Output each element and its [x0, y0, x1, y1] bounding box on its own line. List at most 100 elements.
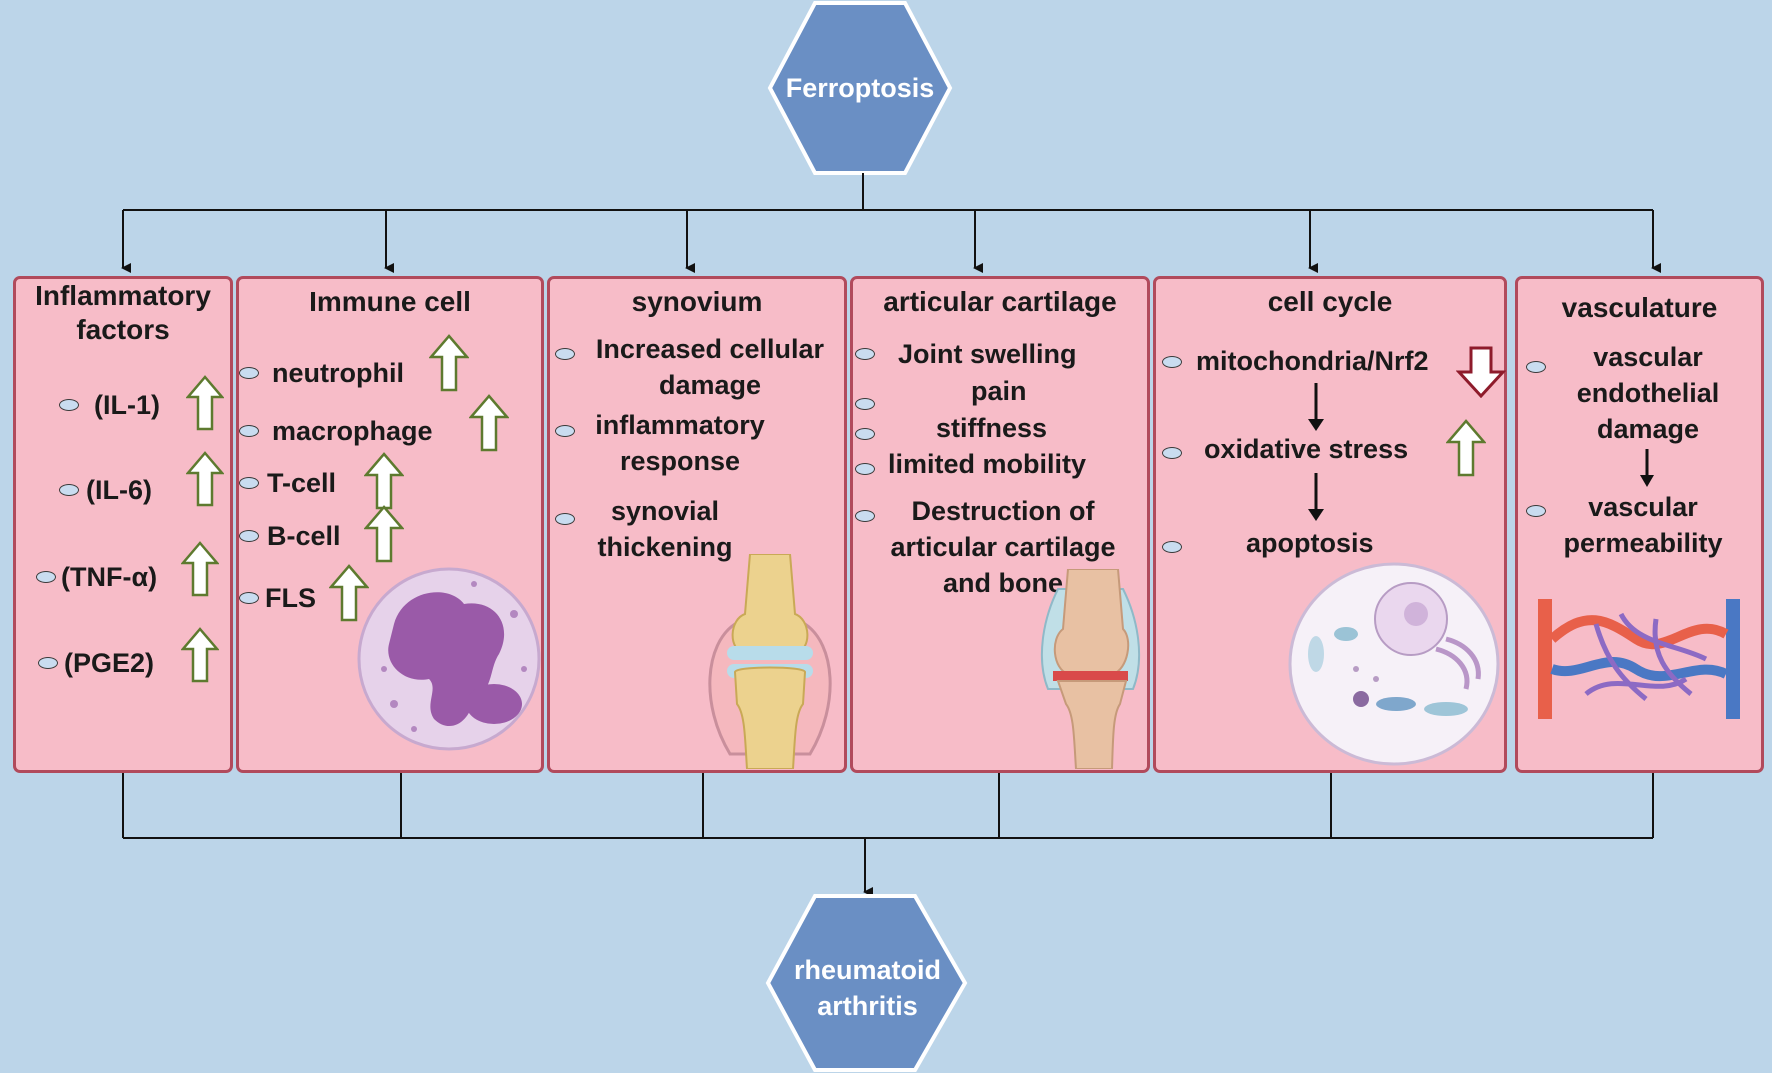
- blood-vessel-illustration: [1538, 599, 1740, 719]
- bullet-icon: [555, 513, 575, 525]
- bullet-icon: [36, 571, 56, 583]
- bullet-icon: [1526, 505, 1546, 517]
- up-arrow-icon: [181, 541, 219, 597]
- panel-title-line1: Inflammatory: [35, 280, 211, 311]
- rheumatoid-arthritis-line1: rheumatoid: [793, 955, 941, 985]
- line: endothelial: [1576, 378, 1720, 408]
- panel-title: Inflammatory factors: [16, 279, 230, 347]
- line: inflammatory: [595, 410, 765, 440]
- flow-arrow-icon: [1640, 449, 1654, 487]
- list-item-macrophage: macrophage: [272, 416, 433, 446]
- list-item-neutrophil: neutrophil: [272, 358, 404, 388]
- up-arrow-icon: [469, 394, 509, 452]
- list-item-pge2: (PGE2): [64, 648, 155, 678]
- joint-illustration: [708, 554, 832, 769]
- panel-immune-cell: Immune cell neutrophil macrophage T-cell…: [236, 276, 544, 773]
- knee-illustration: [1040, 569, 1141, 769]
- bullet-icon: [38, 657, 58, 669]
- line: damage: [658, 370, 762, 400]
- line: synovial: [610, 496, 720, 526]
- list-item-il6: (IL-6): [86, 475, 152, 505]
- panel-cell-cycle: cell cycle mitochondria/Nrf2 oxidative s…: [1153, 276, 1507, 773]
- bullet-icon: [239, 477, 259, 489]
- panel-title: vasculature: [1561, 292, 1718, 323]
- top-connectors: [121, 173, 1661, 273]
- list-item-oxidative-stress: oxidative stress: [1204, 434, 1409, 464]
- bullet-icon: [555, 425, 575, 437]
- bullet-icon: [239, 592, 259, 604]
- list-item-joint-swelling: Joint swelling: [898, 339, 1077, 369]
- list-item-mitochondria-nrf2: mitochondria/Nrf2: [1196, 346, 1429, 376]
- list-item-apoptosis: apoptosis: [1246, 528, 1374, 558]
- panel-title: Immune cell: [309, 286, 471, 317]
- bullet-icon: [855, 463, 875, 475]
- bullet-icon: [239, 425, 259, 437]
- ferroptosis-hexagon[interactable]: [767, 0, 953, 175]
- list-item-tnf: (TNF-α): [61, 562, 158, 592]
- up-arrow-icon: [329, 564, 369, 622]
- panel-title: synovium: [631, 286, 763, 317]
- up-arrow-icon: [186, 451, 224, 507]
- bullet-icon: [555, 348, 575, 360]
- list-item-permeability: vascular permeability: [1543, 489, 1743, 561]
- line: Increased cellular: [595, 334, 825, 364]
- list-item-endothelial-damage: vascular endothelial damage: [1558, 339, 1738, 447]
- cell-illustration: [1288, 562, 1500, 766]
- bullet-icon: [239, 530, 259, 542]
- rheumatoid-arthritis-hexagon[interactable]: [765, 894, 968, 1072]
- panel-inflammatory-factors: Inflammatory factors (IL-1) (IL-6) (TNF-…: [13, 276, 233, 773]
- line: damage: [1596, 414, 1700, 444]
- list-item-inflammatory-response: inflammatory response: [580, 407, 780, 479]
- flow-arrow-icon: [1308, 383, 1324, 431]
- line: and bone: [943, 568, 1063, 598]
- bottom-connectors: [122, 773, 1654, 897]
- bullet-icon: [239, 367, 259, 379]
- bullet-icon: [1162, 541, 1182, 553]
- bullet-icon: [855, 428, 875, 440]
- bullet-icon: [855, 510, 875, 522]
- up-arrow-icon: [429, 334, 469, 392]
- list-item-stiffness: stiffness: [936, 413, 1048, 443]
- rheumatoid-arthritis-line2: arthritis: [817, 991, 918, 1021]
- bullet-icon: [855, 398, 875, 410]
- panel-articular-cartilage: articular cartilage Joint swelling pain …: [850, 276, 1150, 773]
- panel-vasculature: vasculature vascular endothelial damage …: [1515, 276, 1764, 773]
- up-arrow-icon: [181, 627, 219, 683]
- panel-title: articular cartilage: [883, 286, 1117, 317]
- up-arrow-icon: [364, 505, 404, 563]
- flow-arrow-icon: [1308, 473, 1324, 521]
- ferroptosis-label: Ferroptosis: [785, 73, 935, 103]
- bullet-icon: [59, 484, 79, 496]
- list-item-t-cell: T-cell: [267, 468, 337, 498]
- line: thickening: [597, 532, 733, 562]
- list-item-pain: pain: [971, 376, 1027, 406]
- bullet-icon: [1162, 356, 1182, 368]
- panel-synovium: synovium Increased cellular damage infla…: [547, 276, 847, 773]
- panel-title-line2: factors: [76, 314, 170, 345]
- bullet-icon: [59, 399, 79, 411]
- bullet-icon: [1162, 447, 1182, 459]
- list-item-il1: (IL-1): [94, 390, 160, 420]
- line: articular cartilage: [890, 532, 1116, 562]
- list-item-limited-mobility: limited mobility: [888, 449, 1087, 479]
- list-item-cellular-damage: Increased cellular damage: [575, 331, 845, 403]
- list-item-fls: FLS: [265, 583, 316, 613]
- line: Destruction of: [911, 496, 1095, 526]
- panel-title: cell cycle: [1267, 286, 1393, 317]
- list-item-b-cell: B-cell: [267, 521, 341, 551]
- neutrophil-illustration: [357, 567, 541, 751]
- line: vascular: [1588, 492, 1698, 522]
- down-arrow-icon: [1456, 346, 1506, 398]
- line: vascular: [1593, 342, 1703, 372]
- list-item-destruction: Destruction of articular cartilage and b…: [868, 493, 1138, 601]
- up-arrow-icon: [186, 375, 224, 431]
- rheumatoid-arthritis-label: rheumatoid arthritis: [770, 952, 965, 1024]
- bullet-icon: [1526, 361, 1546, 373]
- list-item-synovial-thickening: synovial thickening: [580, 493, 750, 565]
- line: response: [619, 446, 741, 476]
- line: permeability: [1563, 528, 1723, 558]
- up-arrow-icon: [1446, 419, 1486, 477]
- up-arrow-icon: [364, 452, 404, 510]
- bullet-icon: [855, 348, 875, 360]
